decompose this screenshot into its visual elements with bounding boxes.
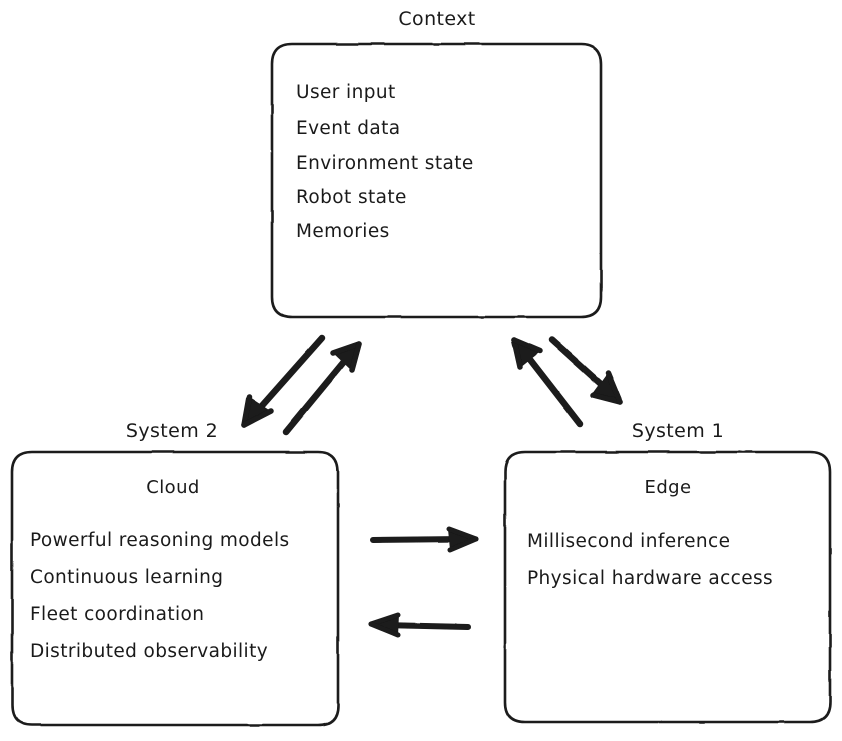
connector-system2-to-context bbox=[282, 341, 362, 436]
connector-context-to-system1 bbox=[548, 336, 623, 405]
system2-node-subtitle: Cloud bbox=[146, 477, 200, 498]
system2-item-fleet-coordination: Fleet coordination bbox=[30, 604, 205, 625]
context-item-robot-state: Robot state bbox=[296, 187, 407, 208]
system1-item-physical-hardware-access: Physical hardware access bbox=[527, 568, 774, 589]
system2-box-outline bbox=[10, 450, 340, 727]
system1-node-subtitle: Edge bbox=[644, 477, 692, 498]
system2-item-powerful-reasoning-models: Powerful reasoning models bbox=[30, 530, 290, 551]
connector-system1-to-system2 bbox=[368, 612, 471, 638]
system2-item-distributed-observability: Distributed observability bbox=[30, 641, 269, 662]
connector-system2-to-system1 bbox=[370, 526, 479, 553]
system1-box-outline bbox=[503, 450, 832, 724]
context-item-memories: Memories bbox=[296, 221, 390, 242]
context-box-outline bbox=[270, 42, 603, 319]
system1-node-title: System 1 bbox=[631, 420, 725, 442]
context-item-user-input: User input bbox=[296, 82, 396, 103]
system1-item-millisecond-inference: Millisecond inference bbox=[527, 531, 731, 552]
system2-item-continuous-learning: Continuous learning bbox=[30, 567, 224, 588]
system2-node-title: System 2 bbox=[125, 420, 219, 442]
connector-context-to-system2 bbox=[241, 334, 326, 428]
context-item-event-data: Event data bbox=[296, 118, 401, 139]
connector-system1-to-context bbox=[511, 337, 584, 428]
context-node-title: Context bbox=[398, 8, 476, 30]
context-item-environment-state: Environment state bbox=[296, 153, 474, 174]
